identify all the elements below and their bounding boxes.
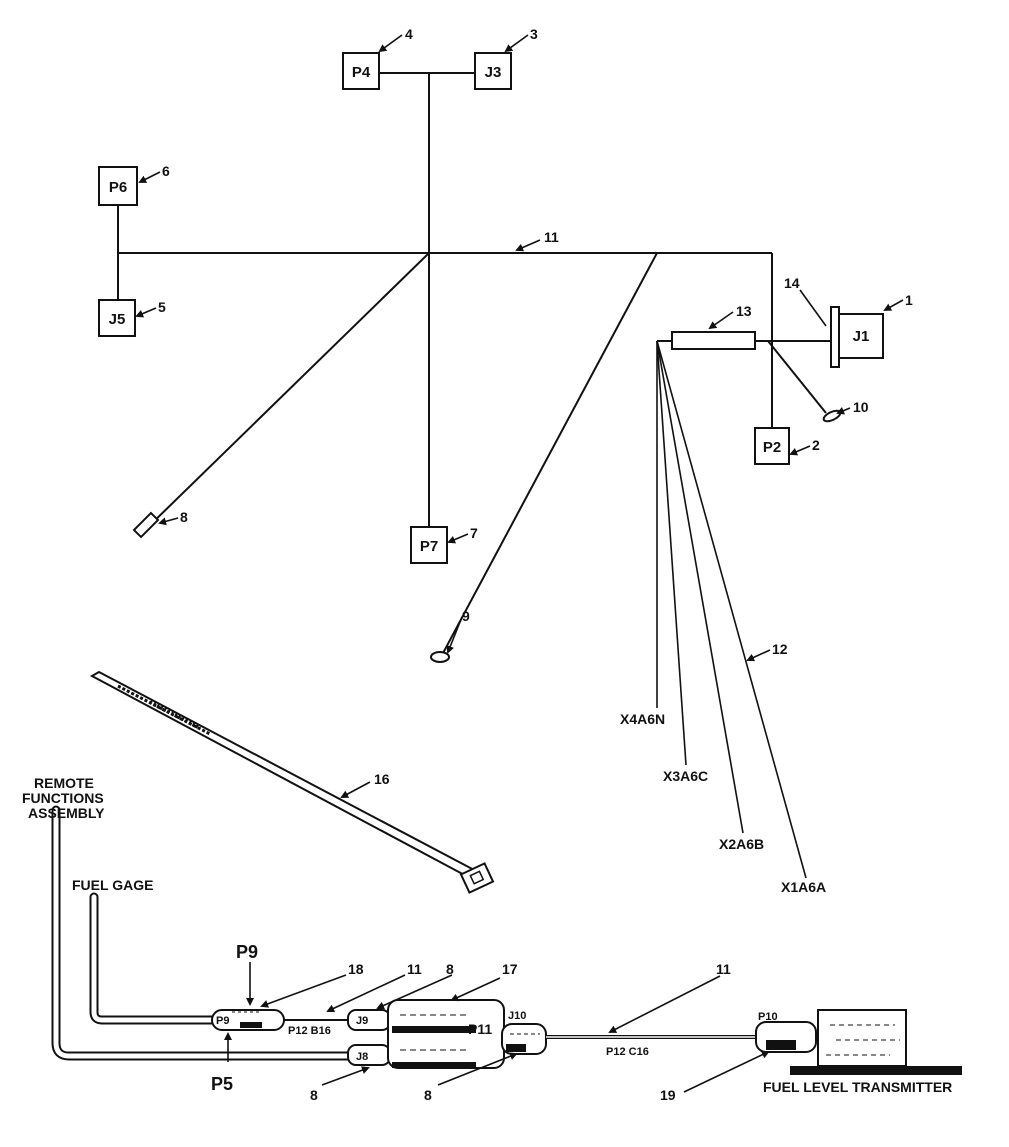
callout-8-mid: 8 <box>446 961 454 977</box>
callout-11-lower: 11 <box>716 961 731 977</box>
flange-gasket <box>830 306 840 368</box>
callout-18: 18 <box>348 961 364 977</box>
connector-p6-label: P6 <box>109 179 127 196</box>
connector-p7-label: P7 <box>420 538 438 555</box>
upper-harness: P4 J3 P6 J5 P7 P2 J1 <box>98 26 913 895</box>
callout-1: 1 <box>905 292 913 308</box>
callout-9: 9 <box>462 608 470 624</box>
cable-tie-16: 16 <box>89 670 495 894</box>
sleeve-13 <box>671 331 756 350</box>
lead-x3a6c <box>656 340 687 766</box>
connector-p6: P6 <box>98 166 138 206</box>
ring-lug-9 <box>430 651 450 663</box>
lead-x1a6a <box>656 340 807 879</box>
p12-c16-label: P12 C16 <box>606 1046 649 1058</box>
callout-8-j8: 8 <box>310 1087 318 1103</box>
j10-label: J10 <box>508 1010 526 1022</box>
callout-12: 12 <box>772 641 788 657</box>
p12-b16-label: P12 B16 <box>288 1025 331 1037</box>
connector-j5-label: J5 <box>109 311 126 328</box>
p10-label: P10 <box>758 1011 778 1023</box>
p9-inner-label: P9 <box>216 1015 229 1027</box>
connector-j9 <box>347 1009 391 1031</box>
lead-label-x1a6a: X1A6A <box>781 879 826 895</box>
connector-j1-label: J1 <box>853 328 870 345</box>
callout-6: 6 <box>162 163 170 179</box>
callout-5: 5 <box>158 299 166 315</box>
connector-j1: J1 <box>830 306 884 368</box>
callout-10: 10 <box>853 399 869 415</box>
p5-label: P5 <box>211 1074 233 1094</box>
connector-p2: P2 <box>754 427 790 465</box>
callout-16: 16 <box>374 771 390 787</box>
connector-j5: J5 <box>98 299 136 337</box>
callout-2: 2 <box>812 437 820 453</box>
lead-label-x4a6n: X4A6N <box>620 711 665 727</box>
connector-p4: P4 <box>342 52 380 90</box>
callout-3: 3 <box>530 26 538 42</box>
remote-functions-label-1: REMOTE <box>34 775 94 791</box>
j8-label: J8 <box>356 1051 368 1063</box>
connector-p4-label: P4 <box>352 64 371 81</box>
callout-7: 7 <box>470 525 478 541</box>
callout-11-upper: 11 <box>544 229 559 245</box>
fuel-harness-assembly: P9 J9 J8 P11 J10 P10 FUEL LEVEL TRA <box>22 775 962 1103</box>
connector-j3: J3 <box>474 52 512 90</box>
lead-label-x3a6c: X3A6C <box>663 768 708 784</box>
remote-functions-label-2: FUNCTIONS <box>22 790 104 806</box>
terminal-lug-8 <box>132 511 160 539</box>
fuel-level-transmitter-label: FUEL LEVEL TRANSMITTER <box>763 1079 952 1095</box>
connector-j8 <box>347 1044 391 1066</box>
fuel-gage-label: FUEL GAGE <box>72 877 153 893</box>
callout-11-mid: 11 <box>407 961 422 977</box>
lug-10-wire <box>767 340 827 414</box>
lead-x2a6b <box>656 340 744 834</box>
fuel-level-transmitter <box>817 1009 907 1067</box>
callout-4: 4 <box>405 26 413 42</box>
connector-j3-label: J3 <box>485 64 502 81</box>
lead-label-x2a6b: X2A6B <box>719 836 764 852</box>
p11-label: P11 <box>468 1021 492 1037</box>
remote-functions-label-3: ASSEMBLY <box>28 805 105 821</box>
callout-8-j10: 8 <box>424 1087 432 1103</box>
callout-8-upper: 8 <box>180 509 188 525</box>
callout-14: 14 <box>784 275 800 291</box>
connector-p2-label: P2 <box>763 439 781 456</box>
p9-label: P9 <box>236 942 258 962</box>
callout-17: 17 <box>502 961 518 977</box>
connector-p7: P7 <box>410 526 448 564</box>
callout-19: 19 <box>660 1087 676 1103</box>
lug-9-branch-wire <box>441 252 658 656</box>
j9-label: J9 <box>356 1015 368 1027</box>
transmitter-base <box>790 1066 962 1075</box>
lug-8-branch-wire <box>144 252 430 531</box>
callout-13: 13 <box>736 303 752 319</box>
